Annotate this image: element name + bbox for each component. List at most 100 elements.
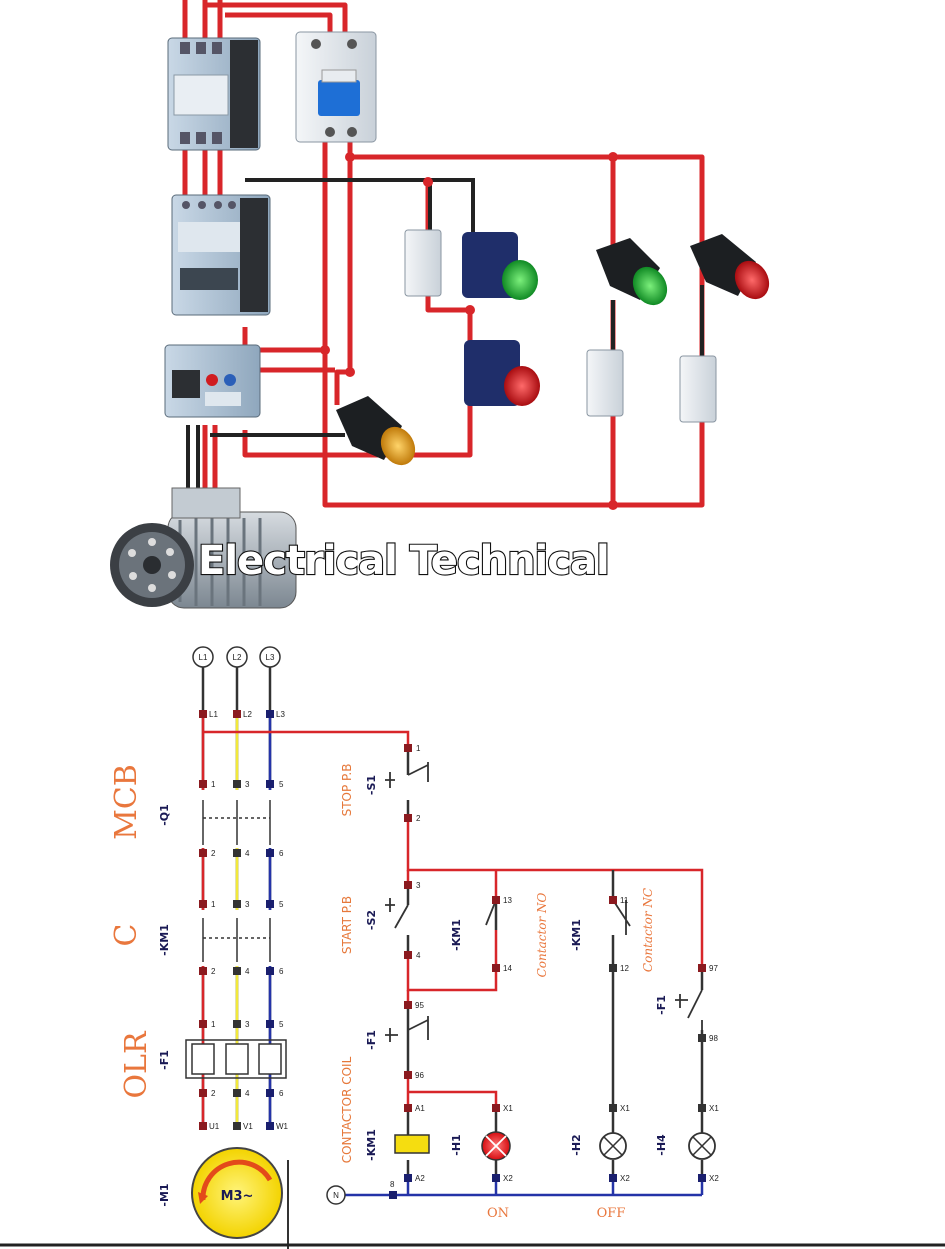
phase-l2-label: L2 <box>233 653 242 662</box>
term-km-4: 4 <box>245 967 250 976</box>
switch-symbols <box>385 762 703 1042</box>
term-olr-96: 96 <box>415 1071 424 1080</box>
switch-blades <box>202 800 271 962</box>
label-stop-pb: STOP P.B <box>340 764 354 817</box>
term-olr-4: 4 <box>245 1089 250 1098</box>
phase-l1-label: L1 <box>199 653 208 662</box>
label-start-pb: START P.B <box>340 896 354 954</box>
term-stop-2: 2 <box>416 814 421 823</box>
term-olr-3: 3 <box>245 1020 250 1029</box>
term-u1: U1 <box>209 1122 220 1131</box>
neutral-circle <box>326 1185 346 1205</box>
term-l2: L2 <box>243 710 252 719</box>
term-coil-a1: A1 <box>415 1104 425 1113</box>
label-contactor-coil: CONTACTOR COIL <box>340 1056 354 1163</box>
pilot-lamp-green-icon <box>596 238 668 306</box>
neutral-label: N <box>333 1191 339 1200</box>
power-terminal-labels: L1 L2 L3 1 3 5 2 4 6 1 3 5 2 4 6 1 3 5 2… <box>209 710 289 1131</box>
label-mcb: MCB <box>109 764 144 840</box>
contactor-coil-symbol <box>394 1134 430 1154</box>
power-labels: MCB -Q1 C -KM1 OLR -F1 -M1 <box>109 764 171 1206</box>
term-aux-12: 12 <box>620 964 629 973</box>
contactor-icon <box>171 194 271 316</box>
label-contactor-no: Contactor NO <box>535 892 549 977</box>
term-aux-13: 13 <box>503 896 512 905</box>
pilot-lamp-amber-icon <box>336 396 416 466</box>
term-km-1: 1 <box>211 900 216 909</box>
term-mcb-2: 2 <box>211 849 216 858</box>
term-mcb-1: 1 <box>211 780 216 789</box>
term-coil-a2: A2 <box>415 1174 425 1183</box>
term-aux-11: 11 <box>620 896 629 905</box>
label-olr: OLR <box>119 1030 154 1099</box>
term-olr-2: 2 <box>211 1089 216 1098</box>
term-mcb-4: 4 <box>245 849 250 858</box>
control-wires <box>345 748 704 1197</box>
term-h4-x2: X2 <box>709 1174 719 1183</box>
term-olr-5: 5 <box>279 1020 284 1029</box>
mcb-3pole-icon <box>167 37 261 151</box>
term-km-2: 2 <box>211 967 216 976</box>
term-mcb-6: 6 <box>279 849 284 858</box>
term-olr-95: 95 <box>415 1001 424 1010</box>
term-start-3: 3 <box>416 881 421 890</box>
term-olr-6: 6 <box>279 1089 284 1098</box>
control-terminal-labels: 1 2 3 4 95 96 A1 A2 8 13 14 X1 X2 11 12 … <box>390 744 719 1189</box>
label-s1: -S1 <box>365 775 378 795</box>
term-km-3: 3 <box>245 900 250 909</box>
label-h2: -H2 <box>570 1134 583 1155</box>
motor-label: M3~ <box>221 1189 254 1204</box>
term-neutral: 8 <box>390 1180 395 1189</box>
olr-heater-symbol <box>185 1039 287 1079</box>
term-h1-x2: X2 <box>503 1174 513 1183</box>
mcb-2pole-icon <box>295 31 377 143</box>
watermark-text: Electrical Technical <box>198 538 609 584</box>
label-contactor-nc: Contactor NC <box>641 888 655 972</box>
label-km1-coil: -KM1 <box>365 1129 378 1161</box>
label-km1-power: -KM1 <box>158 924 171 956</box>
label-off: OFF <box>597 1206 626 1221</box>
term-mcb-5: 5 <box>279 780 284 789</box>
term-h2-x2: X2 <box>620 1174 630 1183</box>
lamp-h2 <box>599 1132 627 1160</box>
term-olr-1: 1 <box>211 1020 216 1029</box>
aux-contact-block-icon <box>404 229 717 423</box>
term-w1: W1 <box>276 1122 289 1131</box>
phase-supply: L1 L2 L3 <box>192 646 281 668</box>
term-l1: L1 <box>209 710 218 719</box>
term-stop-1: 1 <box>416 744 421 753</box>
term-km-6: 6 <box>279 967 284 976</box>
term-start-4: 4 <box>416 951 421 960</box>
term-km-5: 5 <box>279 900 284 909</box>
term-h4-x1: X1 <box>709 1104 719 1113</box>
label-m1: -M1 <box>158 1183 171 1206</box>
label-on: ON <box>487 1206 509 1221</box>
term-aux-14: 14 <box>503 964 512 973</box>
pushbutton-red-icon <box>464 340 540 406</box>
control-labels: STOP P.B -S1 START P.B -S2 -F1 CONTACTOR… <box>340 764 668 1221</box>
term-v1: V1 <box>243 1122 253 1131</box>
label-s2: -S2 <box>365 910 378 930</box>
pictorial-wiring: Electrical Technical <box>110 0 770 609</box>
term-mcb-3: 3 <box>245 780 250 789</box>
pushbutton-green-icon <box>462 232 538 300</box>
label-f1-olr-aux: -F1 <box>655 995 668 1015</box>
term-olr-97: 97 <box>709 964 718 973</box>
phase-l3-label: L3 <box>266 653 275 662</box>
power-terminals <box>199 710 274 1130</box>
label-h4: -H4 <box>655 1134 668 1156</box>
term-olr-98: 98 <box>709 1034 718 1043</box>
label-km1-nc: -KM1 <box>570 919 583 951</box>
term-h1-x1: X1 <box>503 1104 513 1113</box>
label-c: C <box>109 924 144 947</box>
lamp-h1 <box>481 1131 511 1161</box>
lamp-h4 <box>688 1132 716 1160</box>
motor-symbol: M3~ <box>191 1147 289 1249</box>
term-l3: L3 <box>276 710 285 719</box>
pilot-lamp-red-icon <box>690 234 770 300</box>
overload-relay-icon <box>164 344 261 418</box>
label-h1: -H1 <box>450 1134 463 1155</box>
label-km1-no: -KM1 <box>450 919 463 951</box>
label-f1-power: -F1 <box>158 1050 171 1070</box>
